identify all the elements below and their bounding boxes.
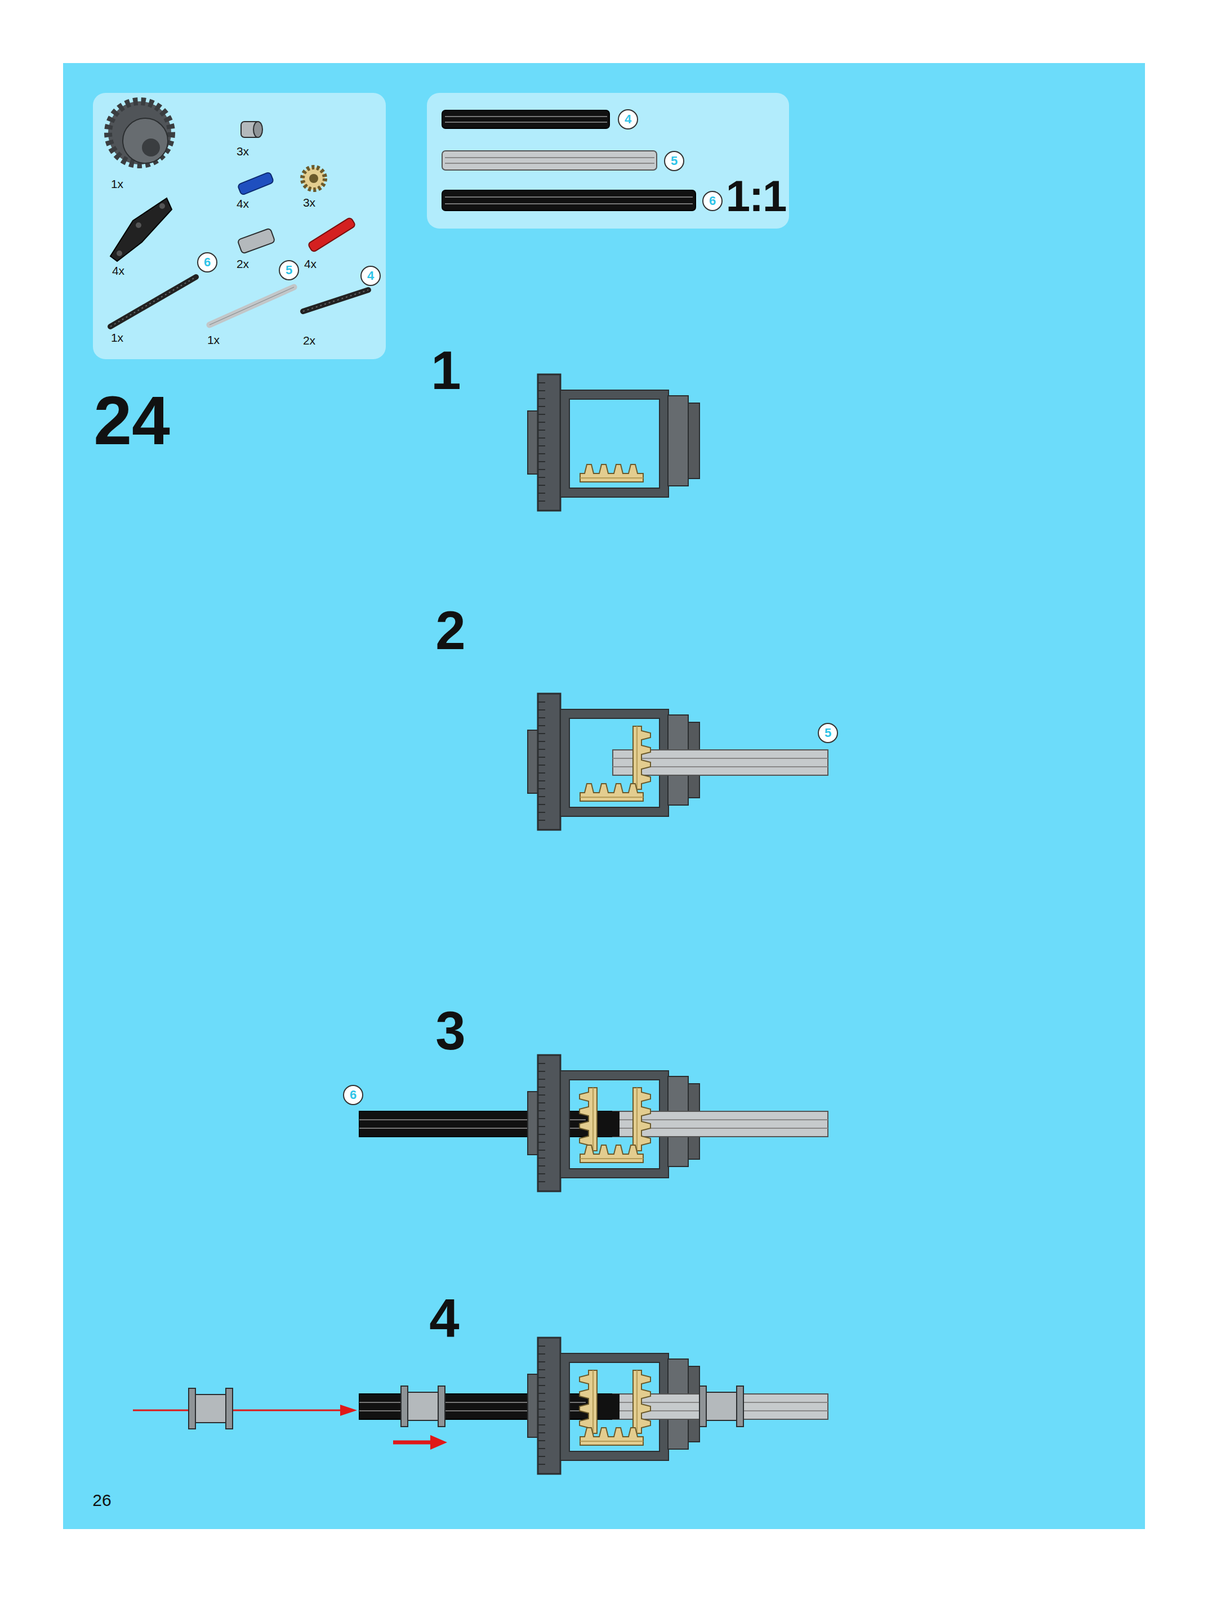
part-count: 4x — [112, 264, 125, 277]
motion-arrows — [430, 1435, 448, 1451]
motion-arrows — [233, 1410, 342, 1412]
parts-list — [309, 174, 319, 184]
bush — [188, 1388, 233, 1430]
motion-arrows — [393, 1441, 433, 1446]
scale-label: 1:1 — [725, 174, 787, 218]
step-3-model — [633, 1088, 651, 1152]
step-4-model — [359, 1402, 613, 1404]
motion-arrows — [132, 1410, 189, 1412]
part-count: 3x — [236, 145, 249, 158]
motion-arrows — [340, 1405, 358, 1417]
parts-list — [108, 101, 369, 327]
parts-list — [110, 277, 196, 327]
step-4-model — [579, 1370, 597, 1434]
substep-number: 2 — [435, 603, 466, 658]
substep-number: 3 — [435, 1004, 466, 1059]
page-number: 26 — [92, 1492, 111, 1510]
axle-scale-box — [426, 92, 790, 229]
step-1-model — [527, 374, 700, 511]
step-4-model — [699, 1386, 744, 1428]
motion-arrows — [132, 1405, 448, 1451]
step-3-model — [579, 1088, 597, 1152]
axle-scale — [442, 110, 696, 211]
step-2-model — [580, 783, 644, 802]
callout-number: 6 — [197, 252, 218, 273]
part-count: 4x — [304, 257, 317, 270]
axle-scale — [444, 157, 655, 159]
part-count: 1x — [110, 177, 124, 190]
axle-scale — [444, 121, 608, 123]
parts-list — [303, 290, 369, 312]
step-1-model — [580, 464, 644, 483]
parts-list — [209, 287, 294, 325]
step-4-model — [633, 1370, 651, 1434]
parts-list — [108, 101, 172, 165]
step-2-model — [633, 726, 651, 790]
step-3-model — [359, 1111, 613, 1138]
substep-number: 1 — [430, 343, 461, 398]
substep-number: 4 — [429, 1291, 460, 1347]
step-2-model — [527, 693, 828, 831]
part-count: 1x — [207, 333, 220, 346]
callout-number: 5 — [817, 723, 839, 744]
part-count: 2x — [303, 334, 316, 347]
part-count: 3x — [303, 196, 316, 209]
callout-number: 6 — [342, 1085, 364, 1106]
parts-list — [135, 222, 142, 229]
step-4-model — [359, 1410, 613, 1412]
parts-list — [110, 277, 196, 327]
parts-list — [122, 118, 168, 164]
parts-list — [303, 290, 369, 312]
step-4-model — [579, 1370, 597, 1434]
callout-number: 5 — [664, 150, 685, 172]
step-3-model — [359, 1055, 828, 1192]
axle-scale — [444, 196, 693, 198]
part-count: 1x — [110, 331, 124, 344]
callout-number: 4 — [360, 265, 381, 287]
parts-box — [92, 92, 386, 360]
callout-number: 4 — [617, 109, 639, 130]
callout-number: 5 — [278, 260, 300, 281]
parts-list — [209, 287, 294, 325]
parts-list — [237, 171, 275, 196]
step-4-model — [359, 1338, 828, 1475]
part-count: 2x — [236, 257, 249, 270]
parts-list — [237, 228, 275, 255]
axle-scale — [444, 116, 608, 118]
callout-number: 6 — [702, 190, 723, 212]
page-panel — [63, 63, 1145, 1530]
step-3-model — [359, 1119, 613, 1121]
step-4-model — [580, 1428, 644, 1446]
step-4-model — [359, 1394, 613, 1420]
axle-scale — [442, 110, 610, 129]
axle-scale — [444, 203, 693, 205]
parts-list — [253, 121, 263, 138]
parts-list — [141, 138, 160, 157]
axle-scale — [442, 150, 657, 171]
step-3-model — [580, 1145, 644, 1164]
parts-list — [110, 198, 172, 262]
parts-list — [116, 250, 123, 257]
axle-scale — [444, 162, 655, 164]
step-1-model — [527, 374, 700, 511]
axle-scale — [442, 190, 696, 211]
step-4-model — [400, 1386, 445, 1428]
parts-list — [302, 167, 325, 190]
step-3-model — [579, 1088, 597, 1152]
parts-list — [159, 203, 166, 209]
step-2-model — [612, 758, 828, 760]
parts-list — [307, 217, 356, 253]
step-number: 24 — [93, 386, 171, 456]
step-3-model — [359, 1128, 613, 1130]
part-count: 4x — [236, 197, 249, 210]
step-3-model — [612, 1119, 828, 1121]
